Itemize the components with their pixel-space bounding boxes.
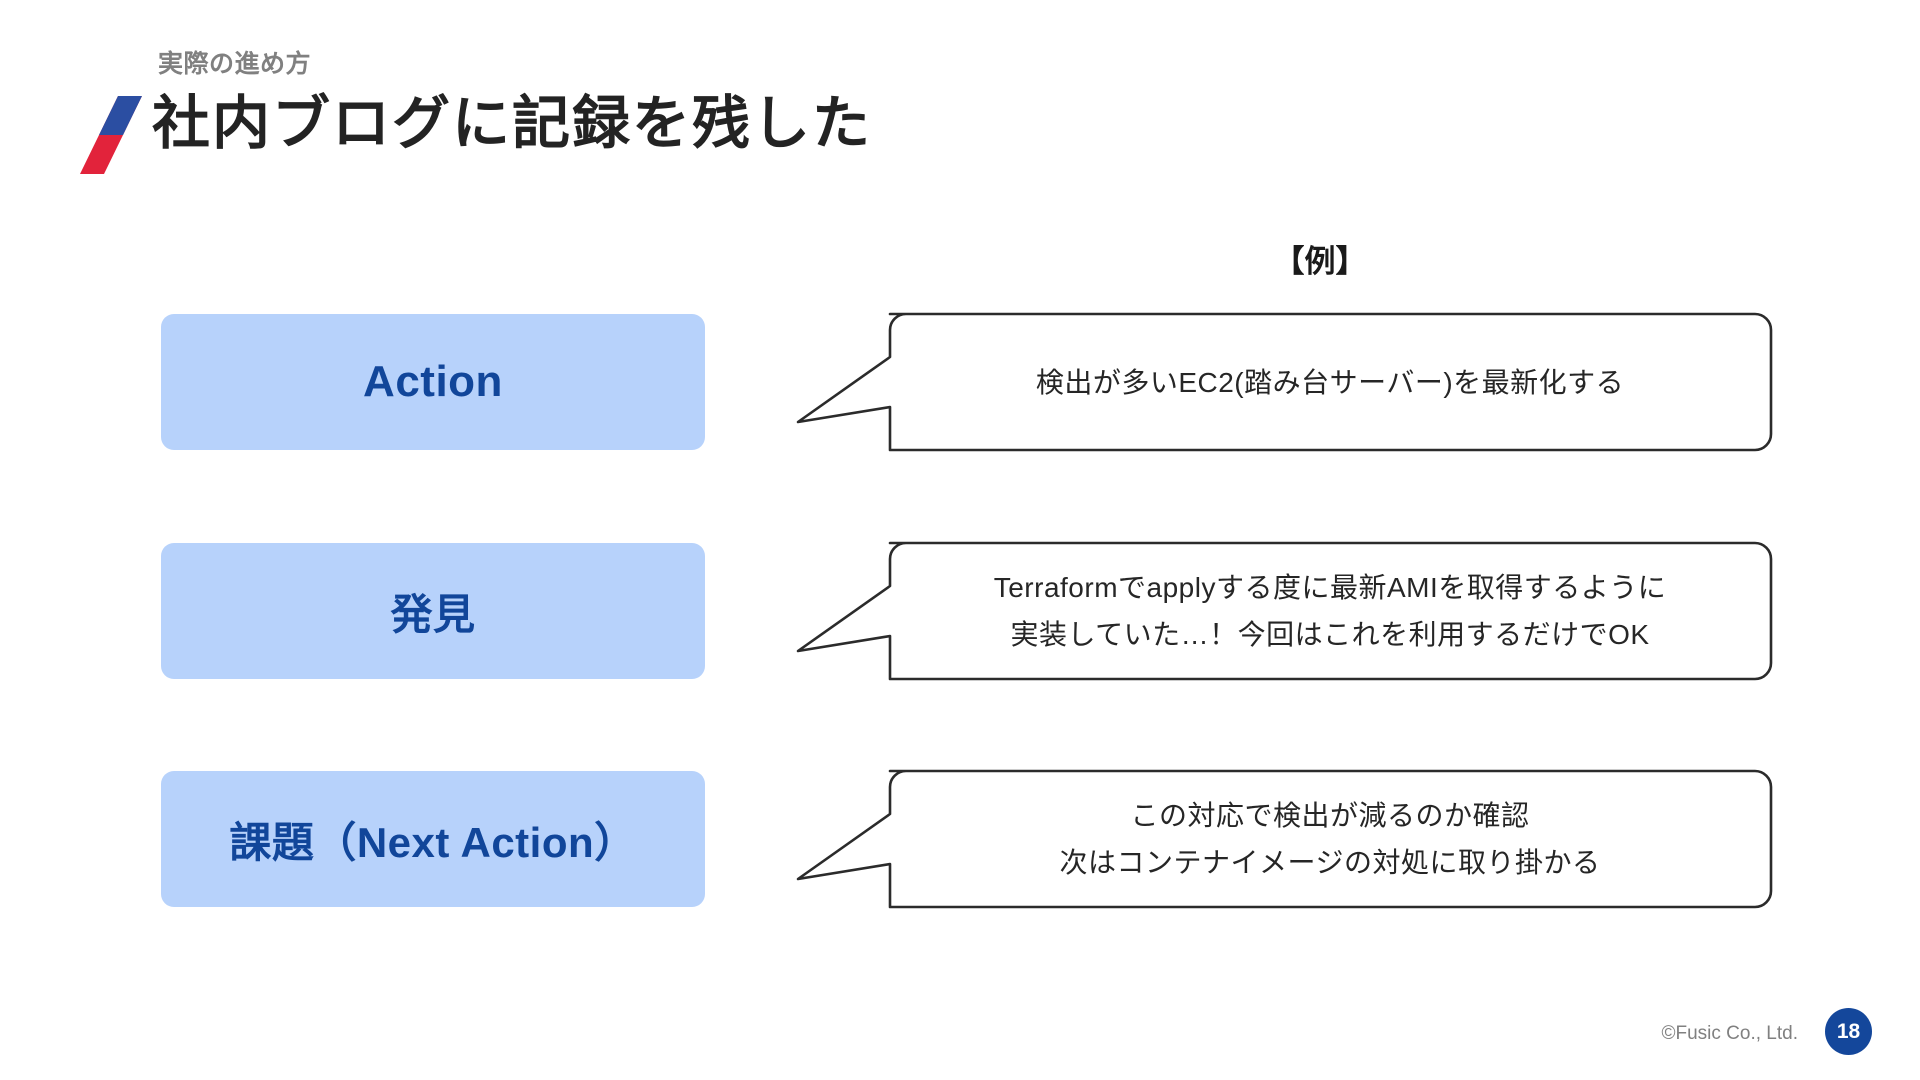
speech-bubble-discovery: Terraformでapplyする度に最新AMIを取得するように 実装していた…… bbox=[780, 541, 1780, 681]
speech-bubble-outline-icon bbox=[796, 541, 1773, 681]
chip-action[interactable]: Action bbox=[161, 314, 705, 450]
chip-label: 課題（Next Action） bbox=[229, 818, 637, 866]
page-title: 社内ブログに記録を残した bbox=[152, 91, 873, 156]
footer-copyright: ©Fusic Co., Ltd. bbox=[1661, 1023, 1799, 1044]
page-number-badge: 18 bbox=[1825, 1008, 1872, 1055]
speech-bubble-next-action: この対応で検出が減るのか確認 次はコンテナイメージの対処に取り掛かる bbox=[780, 769, 1780, 909]
speech-bubble-outline-icon bbox=[796, 312, 1773, 452]
eyebrow-text: 実際の進め方 bbox=[158, 50, 312, 78]
slide-header: 実際の進め方 社内ブログに記録を残した bbox=[0, 0, 1920, 190]
bubble-line: 次はコンテナイメージの対処に取り掛かる bbox=[1059, 847, 1601, 878]
fusic-slash-logo-icon bbox=[80, 96, 142, 174]
speech-bubble-text: 検出が多いEC2(踏み台サーバー)を最新化する bbox=[890, 314, 1770, 450]
speech-bubble-text: Terraformでapplyする度に最新AMIを取得するように 実装していた…… bbox=[890, 543, 1770, 679]
chip-discovery[interactable]: 発見 bbox=[161, 543, 705, 679]
speech-bubble-action: 検出が多いEC2(踏み台サーバー)を最新化する bbox=[780, 312, 1780, 452]
bubble-line: Terraformでapplyする度に最新AMIを取得するように bbox=[993, 572, 1667, 603]
chip-label: 発見 bbox=[390, 590, 476, 638]
speech-bubble-text: この対応で検出が減るのか確認 次はコンテナイメージの対処に取り掛かる bbox=[890, 771, 1770, 907]
example-caption: 【例】 bbox=[1273, 244, 1367, 279]
speech-bubble-outline-icon bbox=[796, 769, 1773, 909]
bubble-line: 検出が多いEC2(踏み台サーバー)を最新化する bbox=[1035, 366, 1625, 398]
chip-label: Action bbox=[363, 357, 503, 406]
bubble-line: この対応で検出が減るのか確認 bbox=[1130, 800, 1530, 831]
chip-next-action[interactable]: 課題（Next Action） bbox=[161, 771, 705, 907]
bubble-line: 実装していた…！今回はこれを利用するだけでOK bbox=[1010, 619, 1650, 650]
